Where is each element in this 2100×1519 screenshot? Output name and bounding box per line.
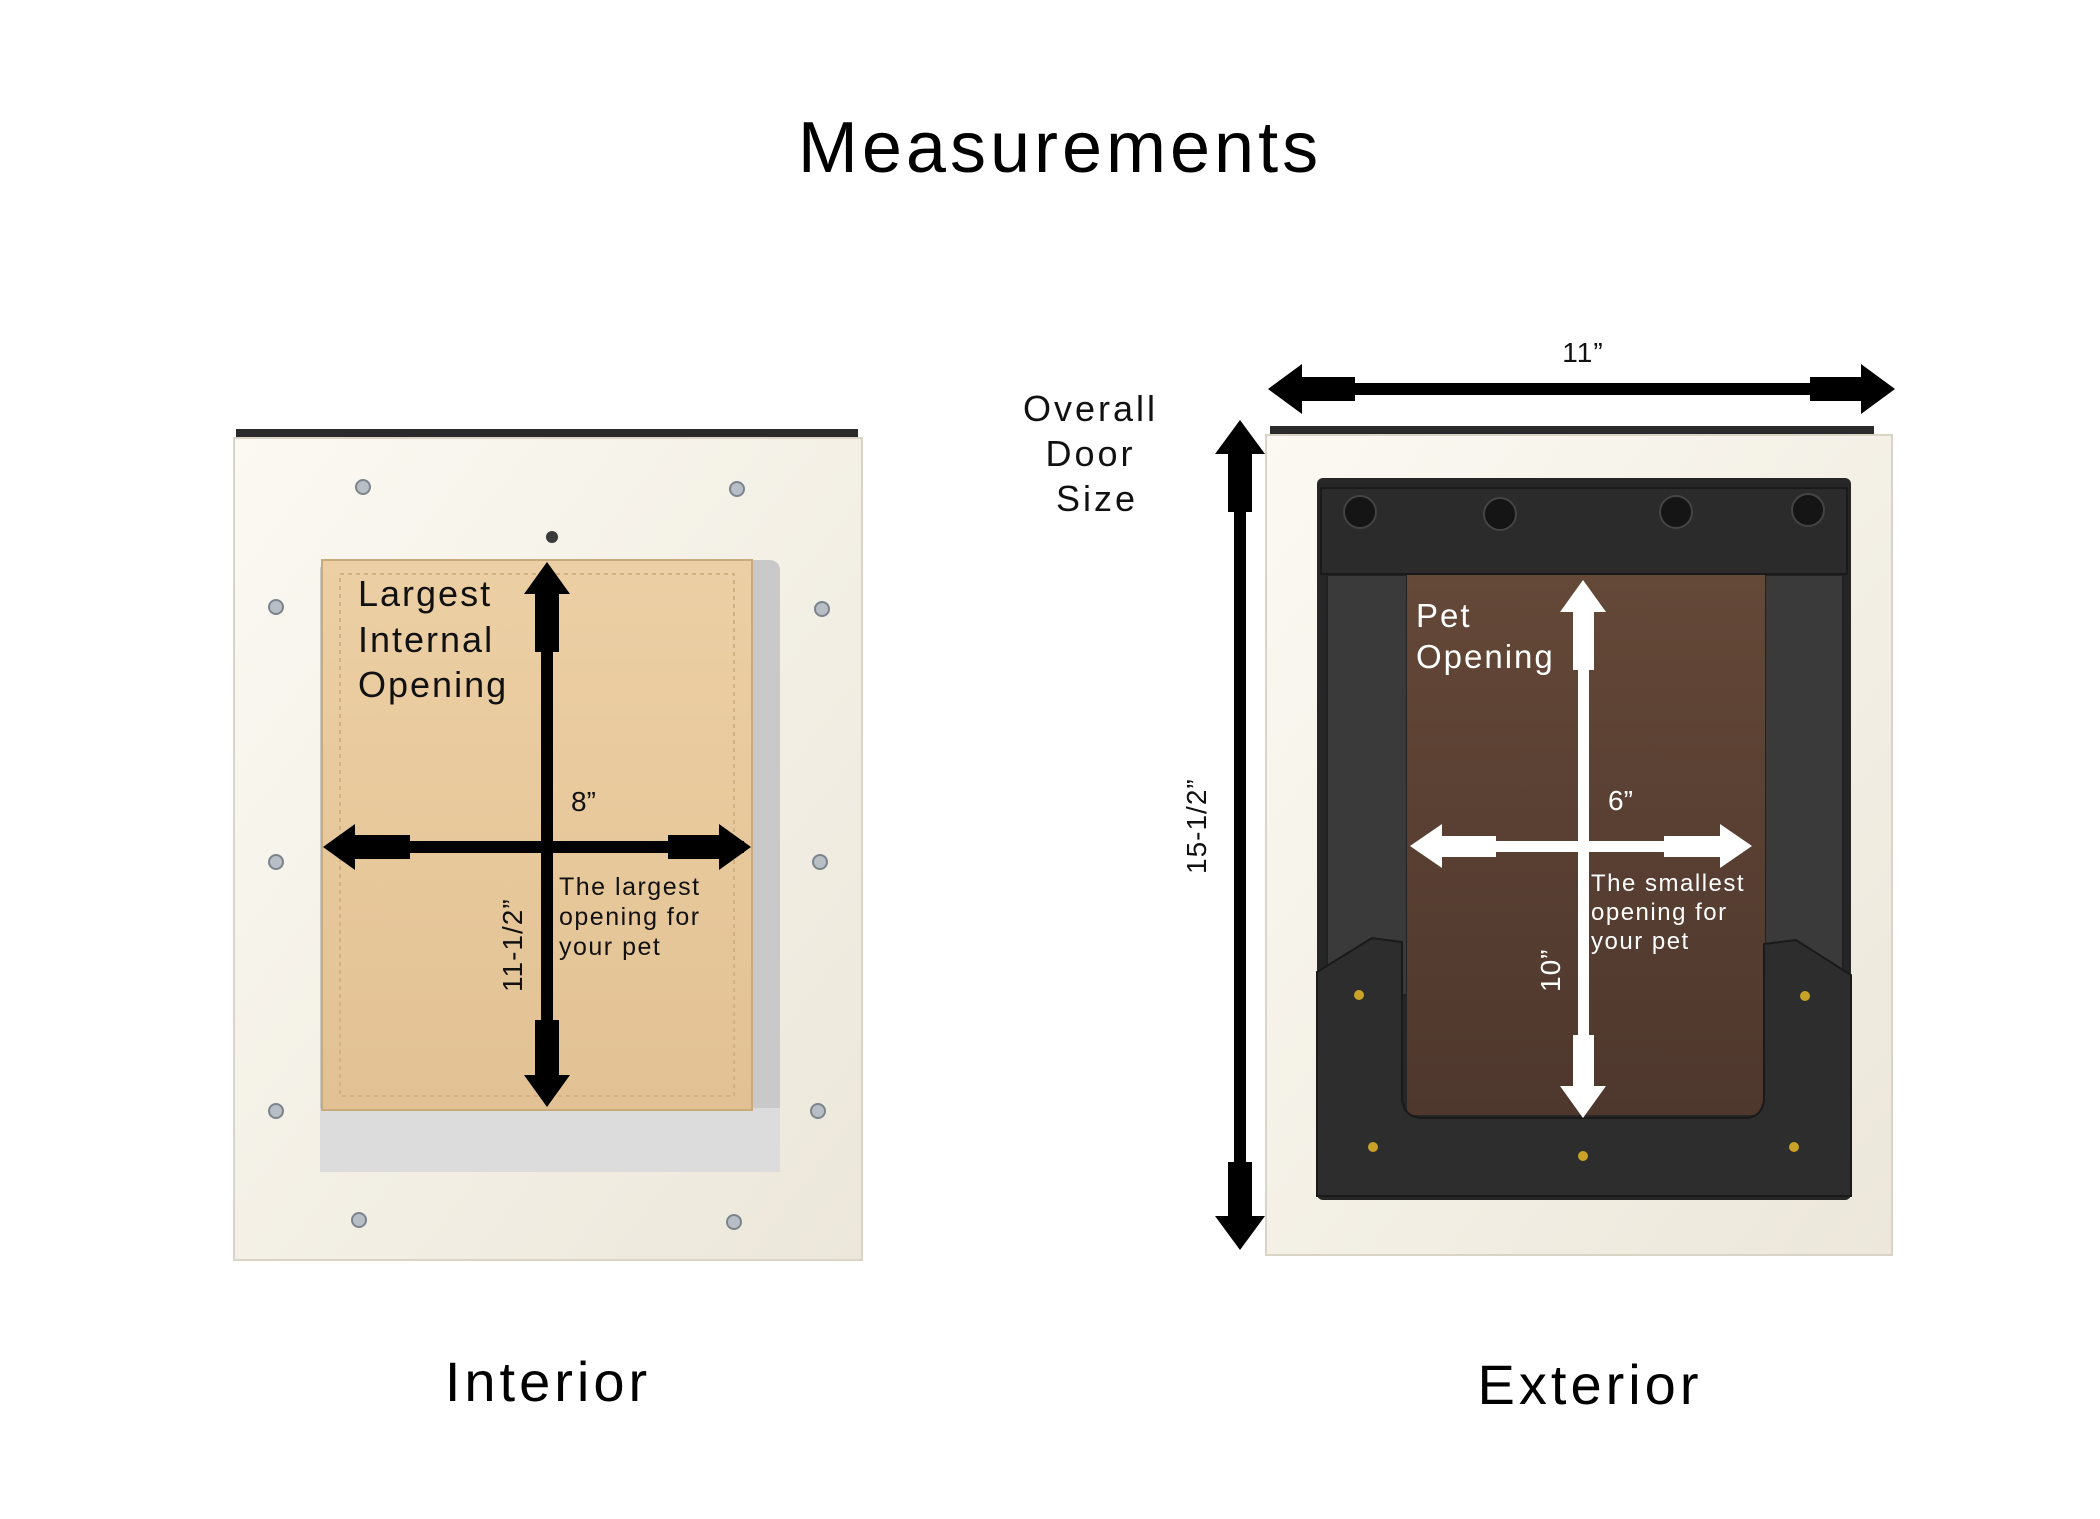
rivet-icon bbox=[1354, 990, 1364, 1000]
overall-size-label: Overall Door Size bbox=[1023, 388, 1171, 519]
bolt-icon bbox=[1343, 495, 1377, 529]
arrow-right-icon bbox=[1861, 364, 1895, 414]
screw-icon bbox=[355, 479, 371, 495]
exterior-opening-arrows bbox=[1410, 580, 1752, 1118]
arrow-up-icon bbox=[524, 562, 570, 594]
interior-recess-floor bbox=[320, 1108, 780, 1172]
interior-opening-label: Largest Internal Opening bbox=[358, 573, 508, 705]
interior-frame-top-edge bbox=[236, 429, 858, 438]
exterior-height-label: 10” bbox=[1535, 949, 1566, 992]
interior-door: Largest Internal Opening 8” 11-1/2” The … bbox=[233, 429, 863, 1261]
exterior-bottom-frame bbox=[1316, 936, 1852, 1197]
exterior-opening-label: Pet Opening bbox=[1416, 597, 1555, 675]
interior-height-label: 11-1/2” bbox=[497, 898, 528, 992]
interior-width-arrow bbox=[350, 841, 744, 853]
bolt-icon bbox=[1791, 493, 1825, 527]
arrow-left-icon bbox=[323, 824, 355, 870]
page-title: Measurements bbox=[798, 108, 1322, 188]
exterior-height-arrow bbox=[1578, 608, 1589, 1098]
exterior-frame-top-edge bbox=[1270, 426, 1874, 435]
screw-icon bbox=[729, 481, 745, 497]
interior-dimension-arrows bbox=[323, 562, 751, 1107]
screw-icon bbox=[268, 854, 284, 870]
screw-icon bbox=[810, 1103, 826, 1119]
arrow-up-icon bbox=[1215, 420, 1265, 454]
screw-icon bbox=[812, 854, 828, 870]
rivet-icon bbox=[1789, 1142, 1799, 1152]
arrow-down-icon bbox=[1215, 1216, 1265, 1250]
exterior-door: Pet Opening 6” 10” The smallest opening … bbox=[1265, 426, 1893, 1256]
overall-width-arrow bbox=[1300, 383, 1830, 395]
interior-screws bbox=[268, 479, 830, 1230]
screw-icon bbox=[814, 601, 830, 617]
screw-icon bbox=[268, 1103, 284, 1119]
exterior-width-label: 6” bbox=[1608, 785, 1633, 816]
overall-height-label: 15-1/2” bbox=[1181, 778, 1212, 874]
arrow-down-icon bbox=[524, 1075, 570, 1107]
arrow-left-icon bbox=[1410, 824, 1442, 868]
interior-width-label: 8” bbox=[571, 786, 596, 817]
interior-caption: Interior bbox=[445, 1350, 651, 1413]
bolt-icon bbox=[1659, 495, 1693, 529]
arrow-up-icon bbox=[1560, 580, 1606, 612]
exterior-hood-bolts bbox=[1343, 493, 1825, 531]
arrow-right-icon bbox=[1720, 824, 1752, 868]
exterior-rivets bbox=[1354, 990, 1810, 1161]
rivet-icon bbox=[1800, 991, 1810, 1001]
screw-icon bbox=[268, 599, 284, 615]
exterior-hood bbox=[1320, 487, 1848, 575]
exterior-caption: Exterior bbox=[1478, 1353, 1703, 1416]
rivet-icon bbox=[1368, 1142, 1378, 1152]
arrow-down-icon bbox=[1560, 1086, 1606, 1118]
interior-height-arrow bbox=[541, 588, 553, 1080]
interior-top-hole bbox=[546, 531, 558, 543]
interior-note: The largest opening for your pet bbox=[559, 873, 709, 961]
rivet-icon bbox=[1578, 1151, 1588, 1161]
exterior-width-arrow bbox=[1440, 841, 1724, 852]
screw-icon bbox=[726, 1214, 742, 1230]
exterior-note: The smallest opening for your pet bbox=[1591, 870, 1753, 955]
overall-dimension-arrows bbox=[1215, 364, 1895, 1250]
arrow-right-icon bbox=[719, 824, 751, 870]
overall-width-label: 11” bbox=[1562, 337, 1603, 368]
exterior-side-strip-right bbox=[1764, 574, 1844, 996]
exterior-side-strip-left bbox=[1326, 574, 1408, 996]
overall-height-arrow bbox=[1234, 452, 1246, 1222]
screw-icon bbox=[351, 1212, 367, 1228]
arrow-left-icon bbox=[1268, 364, 1302, 414]
bolt-icon bbox=[1483, 497, 1517, 531]
